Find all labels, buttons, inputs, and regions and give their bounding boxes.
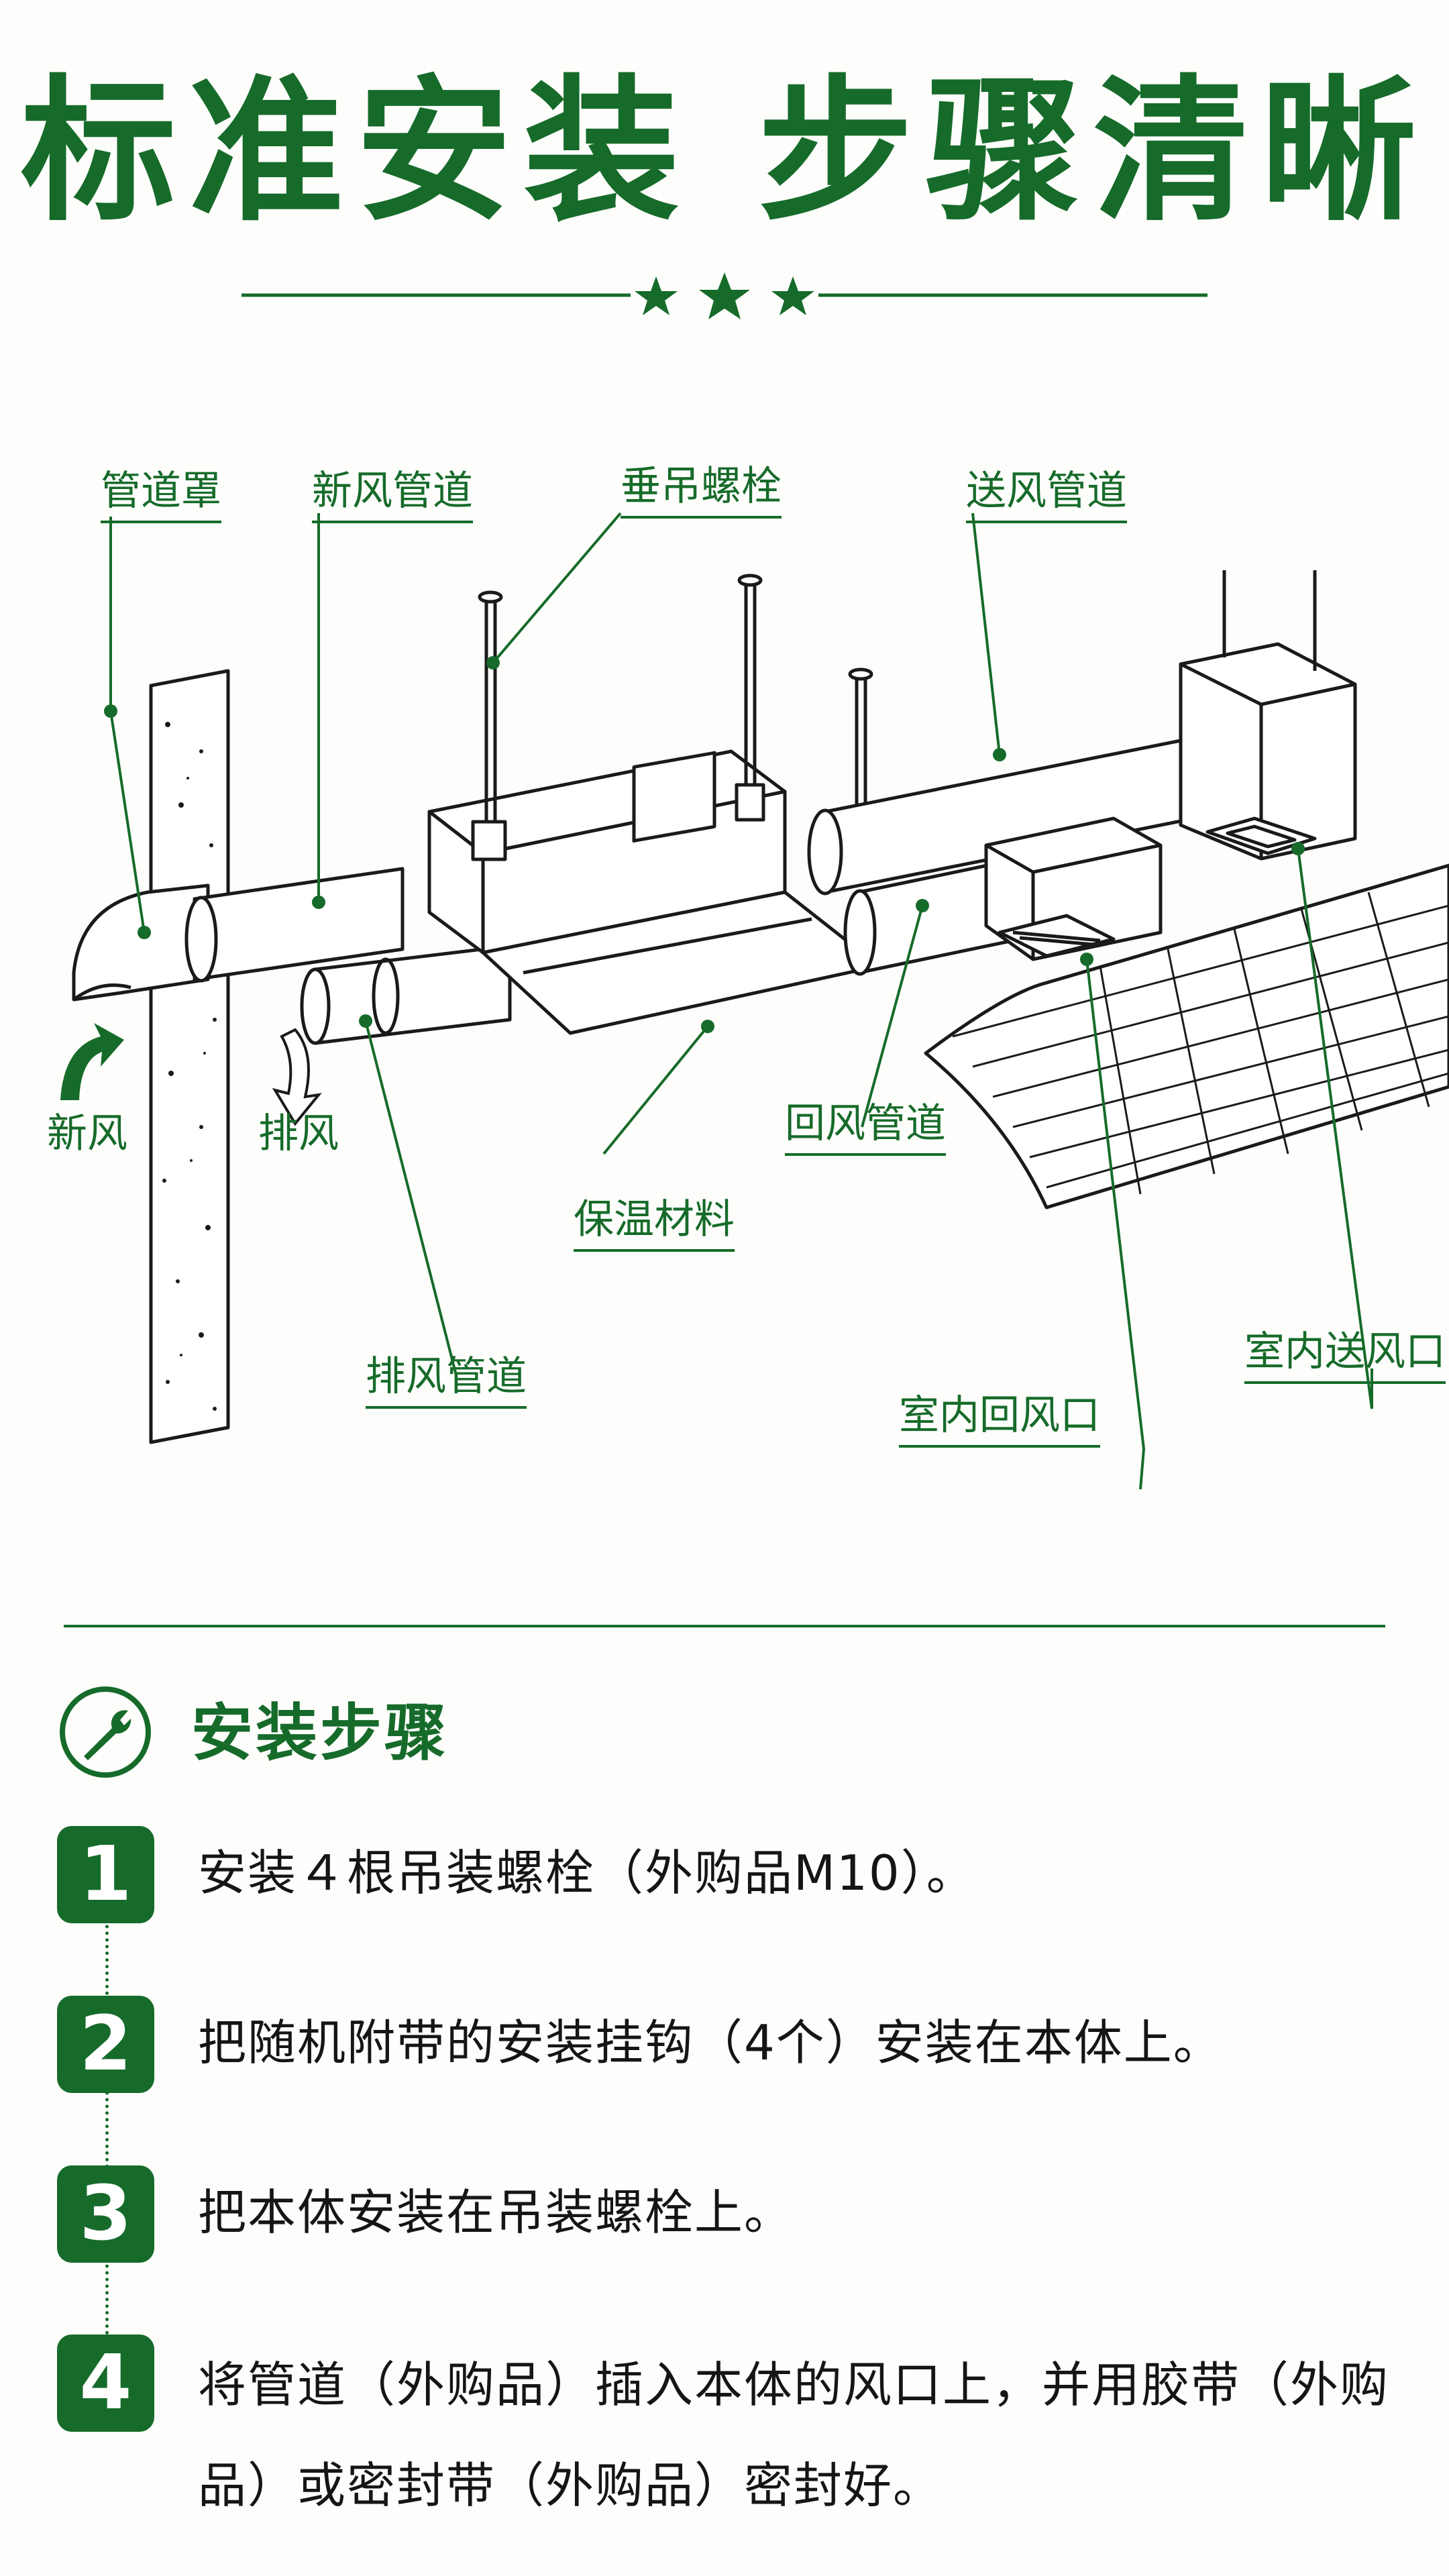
hanger-bolts: [471, 574, 873, 861]
wrench-icon: [60, 1686, 151, 1778]
label-duct-cover: 管道罩: [101, 471, 221, 523]
step-item: 4 将管道（外购品）插入本体的风口上，并用胶带（外购品）或密封带（外购品）密封好…: [57, 2334, 1399, 2522]
step-number-badge: 4: [57, 2334, 154, 2432]
label-insulation: 保温材料: [574, 1199, 735, 1252]
leader-dots: [104, 656, 1305, 1033]
star-icon: [635, 276, 678, 315]
step-text: 把本体安装在吊装螺栓上。: [198, 2184, 794, 2241]
ceiling-grid: [924, 863, 1449, 1210]
label-indoor-supply-vent: 室内送风口: [1244, 1332, 1446, 1384]
fresh-air-arrow-icon: [60, 1023, 124, 1100]
section-divider: [64, 1625, 1385, 1627]
leader-lines: [109, 512, 1373, 1490]
step-number-badge: 3: [57, 2165, 154, 2263]
steps-title: 安装步骤: [191, 1697, 449, 1769]
installation-diagram: 管道罩 新风管道 垂吊螺栓 送风管道 新风 排风 回风管道 保温材料 排风管道 …: [0, 376, 1449, 1650]
step-text: 把随机附带的安装挂钩（4个）安装在本体上。: [198, 2015, 1223, 2071]
step-number-badge: 2: [57, 1996, 154, 2093]
label-exhaust-duct: 排风管道: [366, 1356, 527, 1409]
label-hanger-bolt: 垂吊螺栓: [621, 466, 782, 519]
step-number-badge: 1: [57, 1826, 154, 1923]
steps-header: 安装步骤: [57, 1684, 862, 1784]
label-exhaust: 排风: [258, 1110, 339, 1157]
wall: [149, 669, 230, 1444]
step-item: 2 把随机附带的安装挂钩（4个）安装在本体上。: [57, 1996, 1399, 2093]
step-text: 将管道（外购品）插入本体的风口上，并用胶带（外购品）或密封带（外购品）密封好。: [198, 2357, 1390, 2514]
page-title: 标准安装 步骤清晰: [20, 61, 1429, 242]
step-item: 3 把本体安装在吊装螺栓上。: [57, 2165, 1399, 2263]
label-return-duct: 回风管道: [785, 1104, 946, 1156]
label-fresh-air-duct: 新风管道: [312, 471, 473, 523]
step-item: 1 安装４根吊装螺栓（外购品M10）。: [57, 1826, 1399, 1923]
star-icon: [699, 272, 750, 319]
star-icon: [771, 276, 814, 315]
exhaust-arrow-icon: [272, 1028, 322, 1126]
ventilation-unit-illustration: [60, 512, 1449, 1490]
step-text: 安装４根吊装螺栓（外购品M10）。: [198, 1845, 976, 1901]
title-divider-with-stars: [241, 272, 1208, 319]
steps-connector: [105, 1878, 109, 2395]
label-fresh-air: 新风: [47, 1110, 127, 1157]
label-supply-duct: 送风管道: [966, 471, 1127, 523]
label-indoor-return-vent: 室内回风口: [899, 1395, 1100, 1448]
